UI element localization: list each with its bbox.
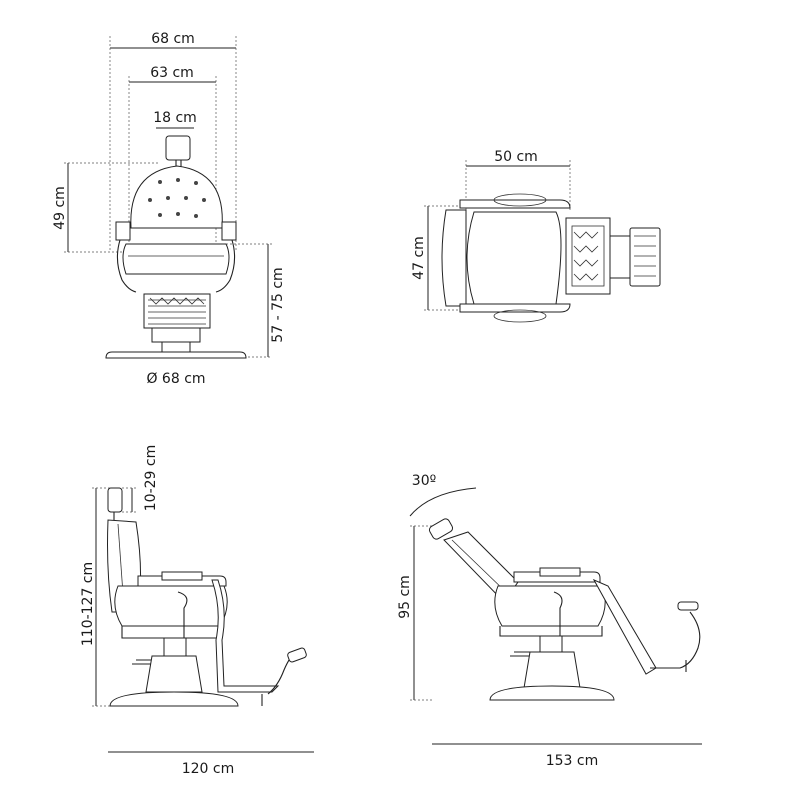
front-width-inner-label: 63 cm (150, 65, 194, 81)
barber-chair-top-icon (441, 193, 661, 323)
reclined-height-label: 95 cm (397, 575, 413, 619)
barber-chair-side-icon (107, 487, 307, 707)
front-base-diameter-label: Ø 68 cm (146, 371, 205, 387)
top-width-label: 50 cm (494, 149, 538, 165)
top-depth-label: 47 cm (411, 236, 427, 280)
reclined-length-label: 153 cm (546, 753, 599, 769)
side-headrest-adjust-label: 10-29 cm (143, 445, 159, 511)
front-headrest-label: 18 cm (153, 110, 197, 126)
front-seat-height-label: 57 - 75 cm (270, 267, 286, 342)
barber-chair-reclined-icon (428, 518, 701, 701)
front-view: 68 cm 63 cm 18 cm 49 cm 57 - 75 cm Ø 68 … (52, 31, 286, 387)
side-height-label: 110-127 cm (80, 562, 96, 646)
front-width-outer-label: 68 cm (151, 31, 195, 47)
side-length-label: 120 cm (182, 761, 235, 777)
barber-chair-front-icon (105, 135, 247, 359)
front-back-height-label: 49 cm (52, 186, 68, 230)
side-view: 10-29 cm 110-127 cm 120 cm (80, 445, 314, 777)
reclined-view: 30º 95 cm 153 cm (397, 473, 702, 769)
top-view: 50 cm 47 cm (411, 149, 661, 323)
reclined-angle-label: 30º (412, 473, 436, 489)
reclined-angle-arc (409, 487, 477, 517)
